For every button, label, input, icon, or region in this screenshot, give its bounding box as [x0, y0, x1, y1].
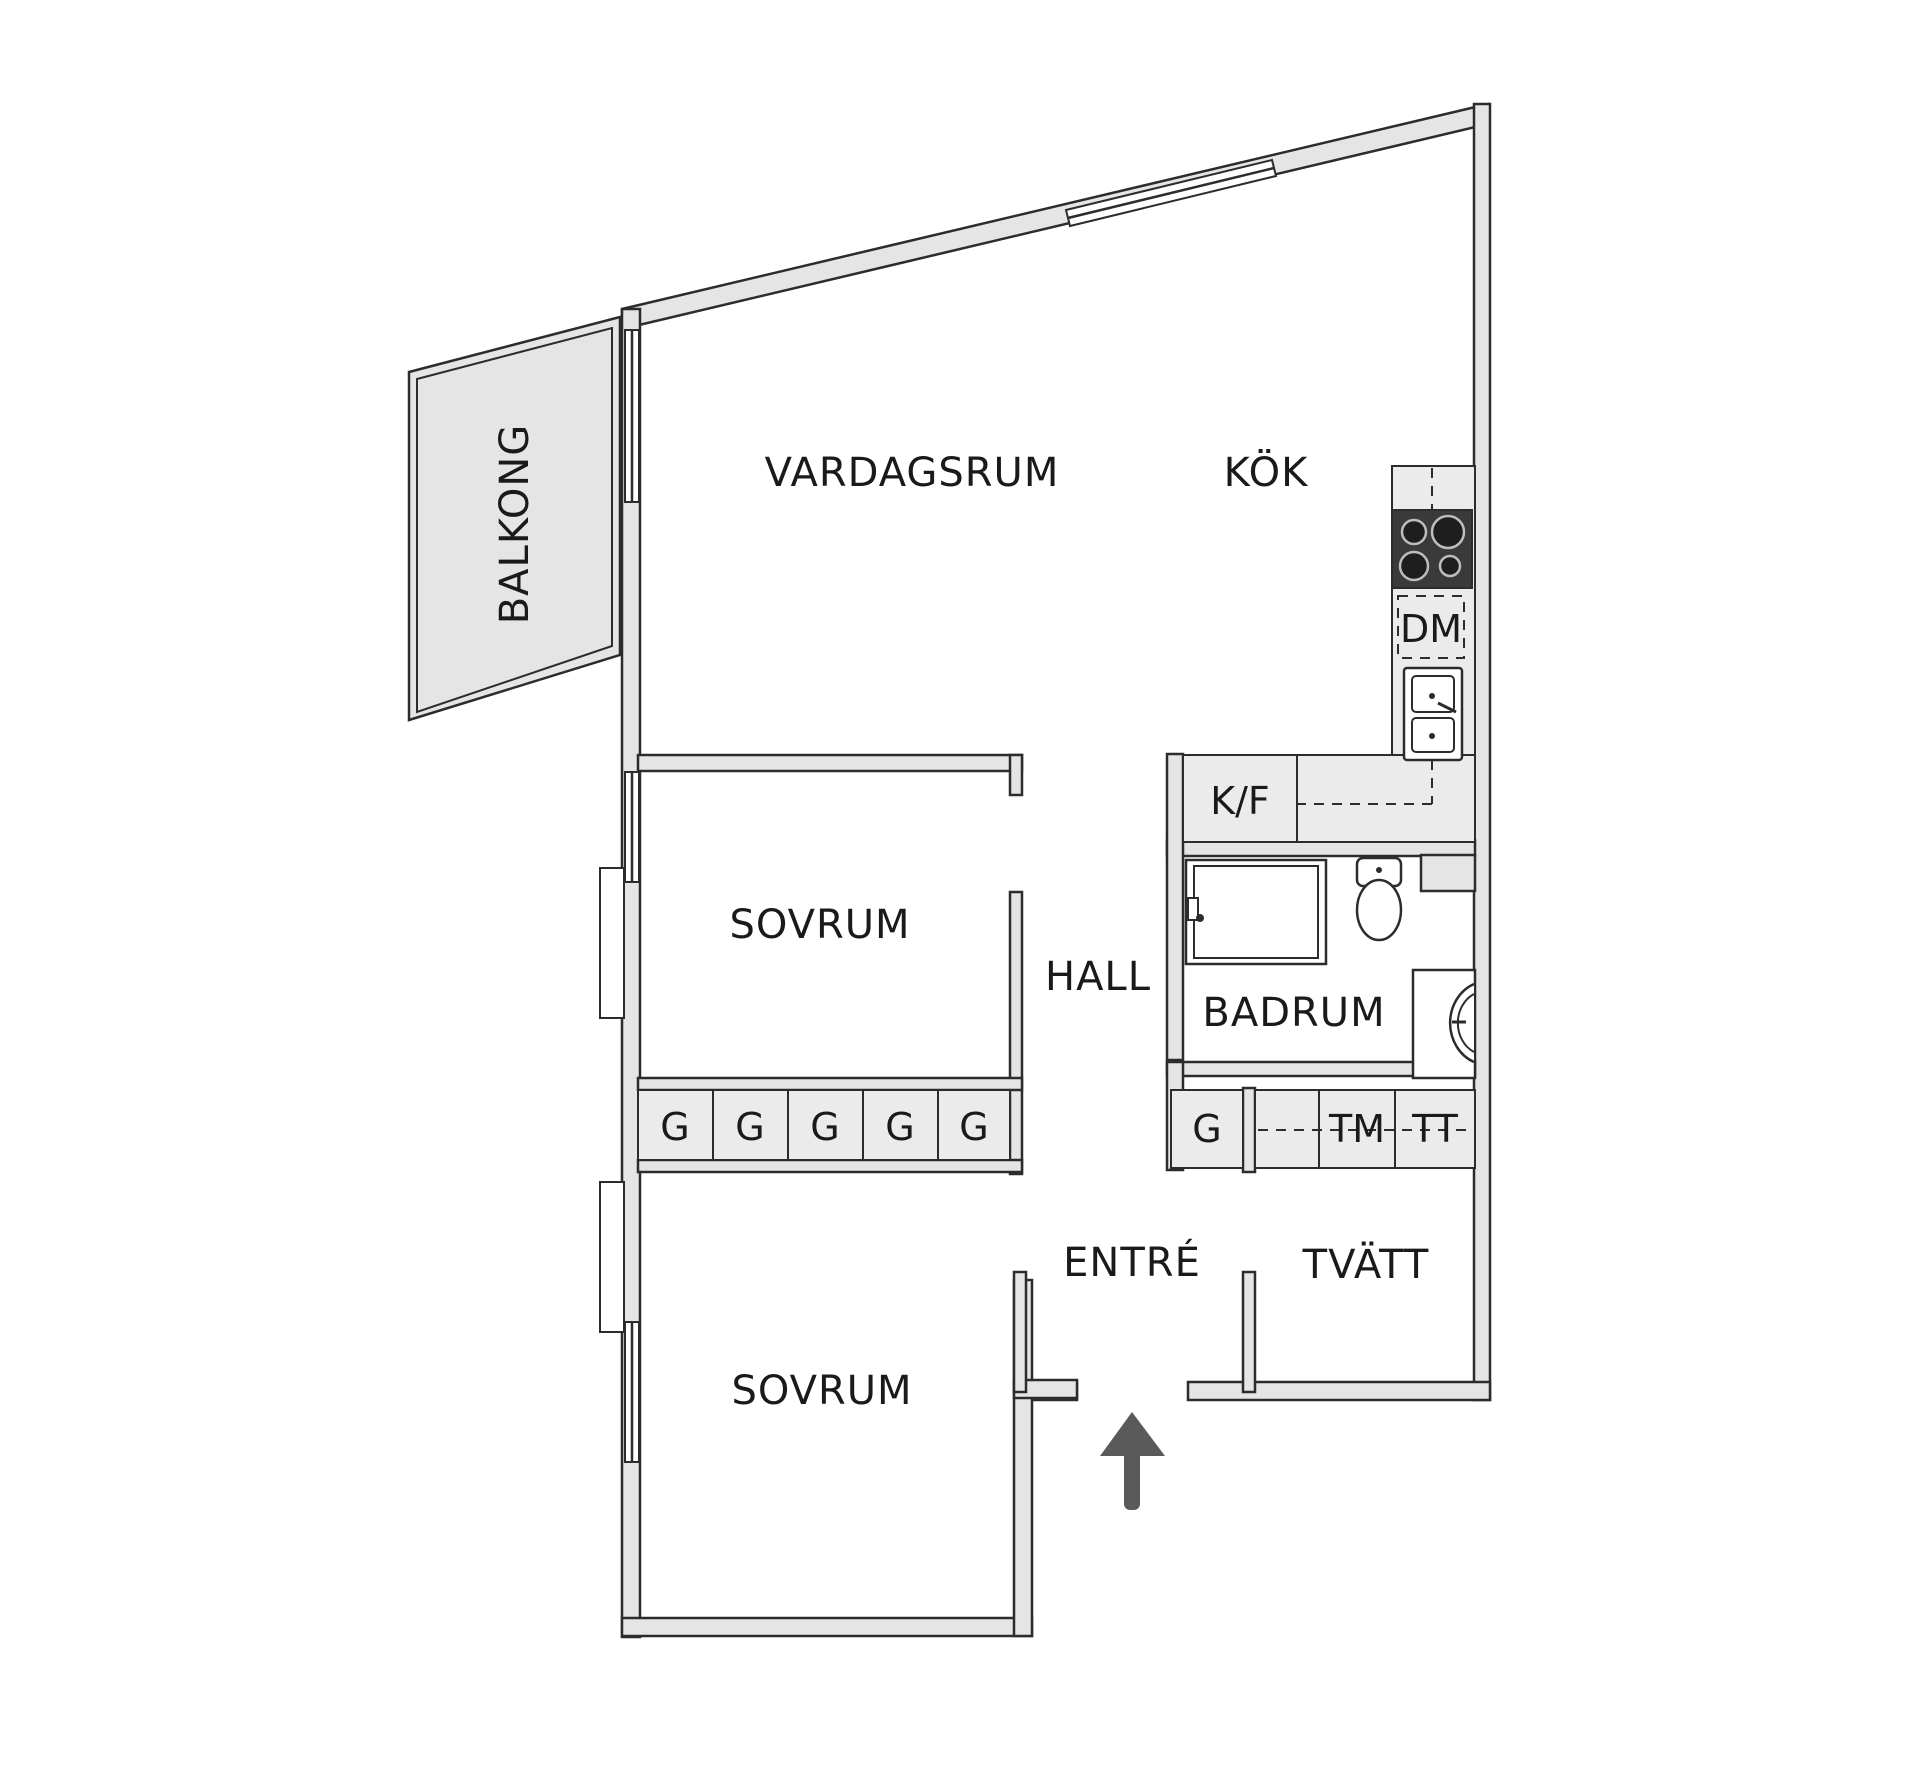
stove-icon — [1391, 509, 1473, 589]
room-label-kok: KÖK — [1224, 448, 1310, 496]
laundry-west-wall-lower — [1241, 1270, 1257, 1394]
room-label-badrum: BADRUM — [1202, 990, 1385, 1036]
fridge-freezer — [1182, 754, 1298, 843]
wardrobe-4-label: G — [885, 1105, 914, 1149]
fridge-freezer-label: K/F — [1210, 779, 1270, 823]
wardrobe-1-label: G — [660, 1105, 689, 1149]
room-label-sovrum-1: SOVRUM — [729, 902, 910, 948]
wardrobe-2 — [712, 1089, 789, 1161]
dishwasher-outline — [1397, 595, 1465, 659]
wardrobe-3-label: G — [810, 1105, 839, 1149]
room-labels: BALKONG VARDAGSRUM KÖK SOVRUM HALL BADRU… — [492, 424, 1430, 1414]
south-wall-right — [1186, 1380, 1492, 1402]
living-bedroom-wall-stub — [1008, 753, 1024, 797]
south-wall-bedroom — [620, 1616, 1034, 1638]
laundry-units: G TM TT — [1170, 1089, 1476, 1169]
east-wall — [1472, 102, 1492, 1402]
balcony — [407, 315, 622, 722]
bathroom-west-wall — [1165, 752, 1185, 1062]
window-bedroom1-bay — [599, 867, 625, 1019]
entrance-arrow-icon — [1100, 1412, 1165, 1510]
tumble-dryer-label: TT — [1411, 1107, 1459, 1151]
hall-wardrobe — [1170, 1089, 1244, 1169]
bathroom — [1184, 856, 1477, 1080]
balcony-floor — [416, 326, 613, 714]
room-label-entre: ENTRÉ — [1063, 1238, 1201, 1286]
wardrobe-5 — [937, 1089, 1011, 1161]
wardrobe-5-label: G — [959, 1105, 988, 1149]
north-wall — [620, 102, 1490, 331]
bedroom1-east-wall — [1008, 890, 1024, 1176]
room-label-tvatt: TVÄTT — [1302, 1240, 1430, 1288]
interior-walls — [636, 752, 1477, 1394]
kitchen-sink-icon — [1402, 666, 1464, 762]
room-label-vardagsrum: VARDAGSRUM — [765, 450, 1060, 496]
window-bedroom2-bay — [599, 1181, 625, 1333]
living-bedroom-wall — [636, 753, 1024, 773]
windows — [599, 158, 1278, 1463]
washbasin-icon — [1411, 968, 1477, 1080]
wardrobe-3 — [787, 1089, 864, 1161]
shower-icon — [1184, 858, 1328, 966]
room-label-balkong: BALKONG — [492, 424, 538, 625]
wardrobe-2-label: G — [735, 1105, 764, 1149]
window-north-sash — [1067, 166, 1275, 220]
toilet-icon — [1355, 856, 1403, 942]
room-label-hall: HALL — [1045, 954, 1151, 1000]
bathroom-corner — [1419, 853, 1477, 893]
room-label-sovrum-2: SOVRUM — [731, 1368, 912, 1414]
laundry-west-wall-upper — [1241, 1086, 1257, 1174]
bedroom2-north-wall — [636, 1158, 1024, 1174]
bedroom2-east-wall-upper — [1012, 1270, 1028, 1394]
kitchen: DM K/F — [1182, 465, 1476, 843]
washing-machine-label: TM — [1328, 1107, 1385, 1151]
wardrobe-row: G G G G G — [637, 1089, 1011, 1161]
bedroom1-south-wall — [636, 1076, 1024, 1092]
dishwasher-label: DM — [1400, 607, 1462, 651]
wardrobe-4 — [862, 1089, 939, 1161]
hall-wardrobe-label: G — [1192, 1107, 1221, 1151]
